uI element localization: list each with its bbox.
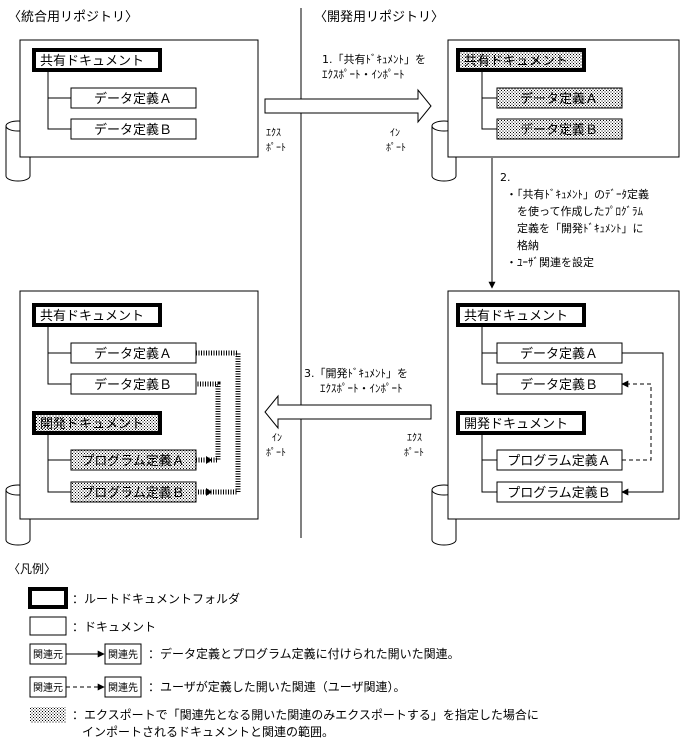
svg-text:データ定義Ｂ: データ定義Ｂ [520, 377, 598, 393]
repository-top-left: 共有ドキュメント データ定義Ａ データ定義Ｂ [5, 39, 259, 182]
user-relation-connector [621, 380, 652, 461]
step3-caption: 3.「開発ﾄﾞｷｭﾒﾝﾄ」を [304, 366, 408, 380]
svg-text:プログラム定義Ｂ: プログラム定義Ｂ [507, 485, 611, 501]
shared-document-label: 共有ドキュメント [40, 54, 144, 69]
svg-text:関連元: 関連元 [33, 681, 63, 694]
shared-document-folder[interactable] [32, 48, 162, 72]
development-document-folder[interactable] [456, 411, 586, 435]
svg-text:関連先: 関連先 [108, 648, 138, 661]
svg-text:共有ドキュメント: 共有ドキュメント [464, 54, 568, 69]
export-import-arrow-right [264, 88, 432, 124]
header-integration-repository: 〈統合用リポジトリ〉 [8, 10, 138, 25]
scope-relation-open [196, 350, 241, 495]
open-relation-connector [621, 352, 664, 496]
data-definition-b[interactable] [496, 118, 623, 140]
svg-text:：ルートドキュメントフォルダ: ：ルートドキュメントフォルダ [72, 591, 240, 606]
export-import-arrow-left [264, 394, 432, 430]
repository-bottom-left: 共有ドキュメント データ定義Ａ データ定義Ｂ 開発ドキュメント プログラム定義Ａ… [5, 290, 259, 546]
svg-text:定義を「開発ﾄﾞｷｭﾒﾝﾄ」に: 定義を「開発ﾄﾞｷｭﾒﾝﾄ」に [517, 221, 644, 235]
svg-text:共有ドキュメント: 共有ドキュメント [464, 309, 568, 324]
repository-top-right: 共有ドキュメント データ定義Ａ データ定義Ｂ [431, 39, 680, 182]
svg-text:ｴｸｽ: ｴｸｽ [407, 432, 422, 444]
repository-bottom-right: 共有ドキュメント データ定義Ａ データ定義Ｂ 開発ドキュメント プログラム定義Ａ… [431, 290, 680, 546]
svg-text:・「共有ﾄﾞｷｭﾒﾝﾄ」のﾃﾞｰﾀ定義: ・「共有ﾄﾞｷｭﾒﾝﾄ」のﾃﾞｰﾀ定義 [506, 187, 649, 201]
step1-caption: 1.「共有ﾄﾞｷｭﾒﾝﾄ」を [322, 52, 426, 66]
svg-text:：ドキュメント: ：ドキュメント [72, 620, 156, 634]
svg-text:データ定義Ａ: データ定義Ａ [520, 91, 598, 107]
data-definition-a[interactable] [496, 87, 623, 109]
svg-text:インポートされるドキュメントと関連の範囲。: インポートされるドキュメントと関連の範囲。 [82, 724, 334, 739]
svg-text:ｴｸｽﾎﾟｰﾄ・ｲﾝﾎﾟｰﾄ: ｴｸｽﾎﾟｰﾄ・ｲﾝﾎﾟｰﾄ [322, 68, 405, 81]
legend-root-folder-swatch [28, 587, 68, 609]
step2-caption: 2. [500, 171, 511, 184]
data-definition-a[interactable] [70, 87, 197, 109]
svg-text:ﾎﾟｰﾄ: ﾎﾟｰﾄ [266, 447, 286, 459]
svg-text:を使って作成したﾌﾟﾛｸﾞﾗﾑ: を使って作成したﾌﾟﾛｸﾞﾗﾑ [517, 205, 643, 218]
svg-text:共有ドキュメント: 共有ドキュメント [40, 309, 144, 324]
svg-text:ﾎﾟｰﾄ: ﾎﾟｰﾄ [404, 447, 424, 459]
svg-text:：データ定義とプログラム定義に付けられた開いた関連。: ：データ定義とプログラム定義に付けられた開いた関連。 [148, 646, 460, 661]
data-definition-b[interactable] [70, 118, 197, 140]
svg-text:プログラム定義Ｂ: プログラム定義Ｂ [81, 485, 185, 501]
svg-text:データ定義Ｂ: データ定義Ｂ [94, 122, 172, 138]
shared-document-folder-imported[interactable] [456, 48, 586, 72]
legend-scope-swatch [30, 707, 66, 723]
svg-text:ﾎﾟｰﾄ: ﾎﾟｰﾄ [386, 142, 406, 154]
svg-text:データ定義Ｂ: データ定義Ｂ [94, 377, 172, 393]
svg-text:ｴｸｽﾎﾟｰﾄ・ｲﾝﾎﾟｰﾄ: ｴｸｽﾎﾟｰﾄ・ｲﾝﾎﾟｰﾄ [320, 382, 403, 395]
svg-text:：ユーザが定義した開いた関連（ユーザ関連）。: ：ユーザが定義した開いた関連（ユーザ関連）。 [148, 679, 406, 694]
svg-text:データ定義Ａ: データ定義Ａ [94, 91, 172, 107]
legend-title: 〈凡例〉 [8, 562, 56, 576]
svg-text:関連先: 関連先 [108, 681, 138, 694]
svg-text:データ定義Ａ: データ定義Ａ [94, 346, 172, 362]
import-label: ｲﾝ [390, 128, 400, 139]
development-document-folder-imported[interactable] [32, 411, 162, 435]
data-definition-b[interactable] [70, 373, 197, 395]
header-development-repository: 〈開発用リポジトリ〉 [314, 10, 444, 25]
shared-document-folder[interactable] [456, 303, 586, 327]
svg-text:：エクスポートで「関連先となる開いた関連のみエクスポートする: ：エクスポートで「関連先となる開いた関連のみエクスポートする」を指定した場合に [72, 707, 539, 722]
svg-text:開発ドキュメント: 開発ドキュメント [464, 417, 568, 432]
svg-text:データ定義Ａ: データ定義Ａ [520, 346, 598, 362]
program-definition-b[interactable] [70, 481, 197, 503]
svg-text:格納: 格納 [517, 238, 539, 252]
svg-text:プログラム定義Ａ: プログラム定義Ａ [81, 453, 185, 469]
svg-text:プログラム定義Ａ: プログラム定義Ａ [507, 453, 611, 469]
svg-text:・ﾕｰｻﾞ関連を設定: ・ﾕｰｻﾞ関連を設定 [506, 255, 594, 269]
program-definition-a[interactable] [70, 449, 197, 471]
shared-document-folder[interactable] [32, 303, 162, 327]
svg-text:データ定義Ｂ: データ定義Ｂ [520, 122, 598, 138]
export-label: ｴｸｽ [266, 127, 281, 139]
svg-text:ﾎﾟｰﾄ: ﾎﾟｰﾄ [266, 142, 286, 154]
legend-document-swatch [29, 616, 67, 636]
svg-text:関連元: 関連元 [33, 648, 63, 661]
svg-text:開発ドキュメント: 開発ドキュメント [40, 417, 144, 432]
legend: 〈凡例〉 ：ルートドキュメントフォルダ ：ドキュメント 関連元 関連先 ：データ… [8, 562, 539, 739]
svg-text:ｲﾝ: ｲﾝ [272, 433, 282, 444]
